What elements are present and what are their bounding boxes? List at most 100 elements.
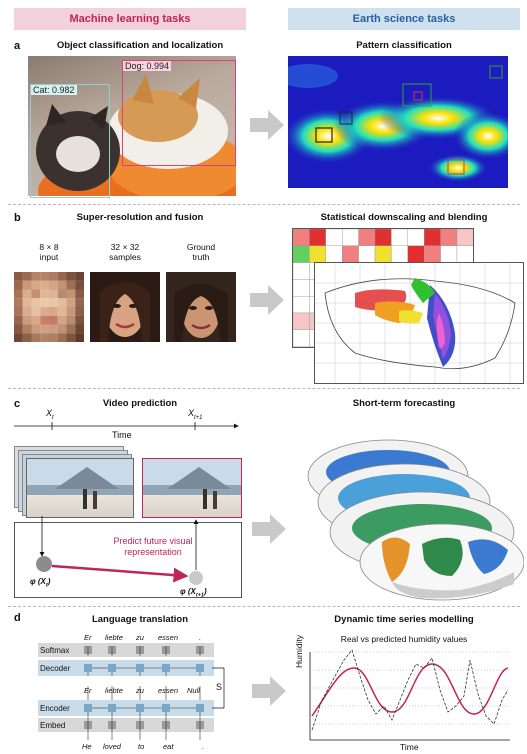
face-pixel: [40, 280, 50, 290]
separator-ab: [8, 204, 520, 205]
face-pixel: [49, 315, 58, 325]
coarse-grid-cell: [293, 312, 310, 330]
panel-a-es-title: Pattern classification: [356, 40, 452, 51]
face-pixel: [22, 315, 32, 325]
face-pixel: [40, 272, 50, 281]
out-word-3: essen: [158, 633, 179, 642]
in-word-4: .: [202, 742, 205, 751]
dec-word-2: zu: [136, 686, 144, 695]
face-pixel: [31, 307, 41, 316]
face-pixel: [66, 333, 76, 342]
face-pixel: [49, 298, 58, 308]
face-pixel: [66, 289, 76, 299]
coarse-grid-cell: [391, 229, 409, 246]
face-pixel: [66, 315, 76, 325]
coarse-grid-cell: [407, 245, 425, 263]
face-pixel: [75, 307, 84, 316]
forecast-maps: [292, 432, 524, 602]
coarse-grid-cell: [325, 229, 343, 246]
predicted-video-frame: [142, 458, 242, 518]
face-pixel: [31, 280, 41, 290]
panel-c-letter: c: [14, 398, 21, 410]
arrow-a: [250, 110, 284, 140]
face-pixel: [57, 324, 67, 334]
face-pixel: [49, 289, 58, 299]
face-pixel: [22, 324, 32, 334]
predicted-series: [311, 663, 509, 717]
dec-word-0: Er: [84, 686, 92, 695]
face-pixel: [57, 333, 67, 342]
face-pixel: [40, 298, 50, 308]
arrow-d: [252, 676, 286, 706]
in-word-2: to: [138, 742, 145, 751]
face-pixel: [14, 324, 23, 334]
chart-ylabel: Humidity: [294, 634, 304, 668]
panel-a-ml-title: Object classification and localization: [56, 40, 224, 51]
face-pixel: [49, 272, 58, 281]
arrow-c: [252, 514, 286, 544]
es-tasks-header: Earth science tasks: [288, 8, 520, 30]
face-pixel: [57, 272, 67, 281]
low-res-face: [14, 272, 84, 342]
face-pixel: [66, 324, 76, 334]
face-pixel: [14, 280, 23, 290]
face-pixel: [22, 298, 32, 308]
ml-tasks-header: Machine learning tasks: [14, 8, 246, 30]
panel-b-letter: b: [14, 212, 21, 224]
face-pixel: [75, 280, 84, 290]
chart-xlabel: Time: [400, 742, 419, 752]
pet-photo: [28, 56, 236, 196]
face-pixel: [14, 289, 23, 299]
sample-face: [90, 272, 160, 342]
face-pixel: [66, 307, 76, 316]
separator-bc: [8, 388, 520, 389]
coarse-grid-cell: [423, 245, 441, 263]
panel-d-ml-title: Language translation: [91, 614, 189, 625]
face-pixel: [75, 315, 84, 325]
xt1-label: Xt+1: [188, 408, 203, 421]
panel-c-ml-title: Video prediction: [102, 398, 178, 409]
face-pixel: [75, 333, 84, 342]
face-pixel: [14, 272, 23, 281]
face-pixel: [14, 315, 23, 325]
face-pixel: [49, 333, 58, 342]
face-pixel: [66, 272, 76, 281]
face-pixel: [22, 307, 32, 316]
coarse-grid-cell: [358, 245, 376, 263]
video-frame-current: [26, 458, 134, 518]
coarse-grid-cell: [391, 245, 409, 263]
fine-precipitation-map: [314, 262, 524, 384]
face-pixel: [49, 280, 58, 290]
face-pixel: [22, 280, 32, 290]
face-pixel: [22, 333, 32, 342]
face-pixel: [14, 333, 23, 342]
coarse-grid-cell: [342, 229, 359, 246]
xt-label: Xt: [46, 408, 54, 421]
encoder-label: Encoder: [40, 704, 70, 713]
separator-cd: [8, 606, 520, 607]
in-word-3: eat: [163, 742, 174, 751]
coarse-grid-cell: [456, 245, 473, 263]
face-pixel: [57, 315, 67, 325]
in-word-0: He: [82, 742, 92, 751]
softmax-row: [38, 643, 214, 657]
face-pixel: [57, 280, 67, 290]
ground-truth-face: [166, 272, 236, 342]
panel-b-es-title: Statistical downscaling and blending: [320, 212, 488, 223]
decoder-label: Decoder: [40, 664, 71, 673]
face-pixel: [57, 289, 67, 299]
face-pixel: [75, 298, 84, 308]
chart-title: Real vs predicted humidity values: [340, 634, 468, 644]
face-pixel: [40, 333, 50, 342]
softmax-label: Softmax: [40, 646, 70, 655]
embed-label: Embed: [40, 721, 66, 730]
coarse-grid-cell: [293, 229, 310, 246]
dec-word-4: Null: [187, 686, 200, 695]
coarse-grid-cell: [440, 229, 458, 246]
face-pixel: [75, 324, 84, 334]
coarse-grid-cell: [293, 295, 310, 314]
coarse-grid-cell: [374, 245, 392, 263]
